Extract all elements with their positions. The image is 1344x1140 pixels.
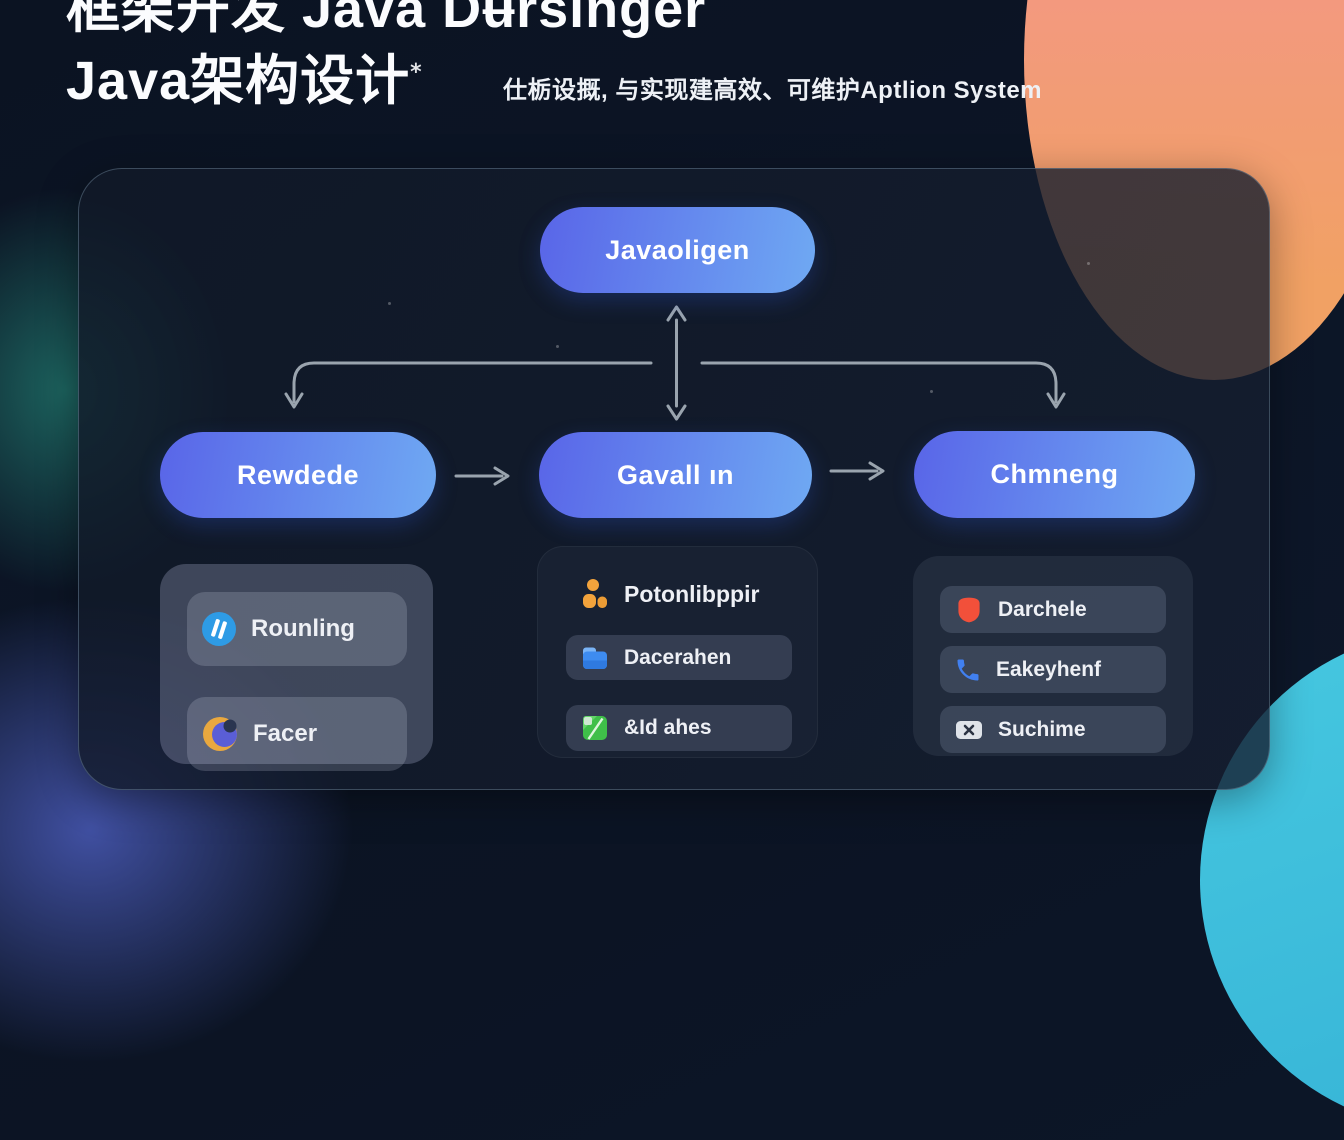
node-child-2: Gavall ın — [539, 432, 812, 518]
star-dot — [556, 345, 559, 348]
panel-right: Darchele Eakeyhenf Suchime — [913, 556, 1193, 756]
node-child-1-label: Rewdede — [236, 459, 360, 490]
page-title-line2: Java架构设计⁎ — [66, 51, 423, 111]
phone-icon — [954, 656, 982, 684]
title-superscript-mark: ⁎ — [410, 53, 423, 78]
list-item-label: Potonlibppir — [624, 580, 760, 607]
star-dot — [930, 390, 933, 393]
list-item-label: Facer — [253, 720, 318, 747]
star-dot — [388, 302, 391, 305]
list-item: Potonlibppir — [578, 577, 759, 611]
list-item-label: &Id ahes — [624, 716, 712, 739]
list-item-label: Suchime — [998, 717, 1086, 741]
bolt-circle-icon — [201, 611, 237, 647]
list-item-label: Darchele — [998, 597, 1087, 621]
list-item: &Id ahes — [566, 705, 792, 751]
list-item-label: Rounling — [251, 615, 355, 642]
list-item: Dacerahen — [566, 635, 792, 680]
list-item-label: Eakeyhenf — [996, 657, 1102, 681]
star-dot — [1087, 262, 1090, 265]
note-icon — [580, 713, 610, 743]
list-item: Suchime — [940, 706, 1166, 753]
list-item-label: Dacerahen — [624, 645, 732, 669]
folder-icon — [580, 643, 610, 673]
list-item: Facer — [187, 697, 407, 771]
panel-left: Rounling Facer — [160, 564, 433, 771]
panel-middle: Potonlibppir Dacerahen &Id ahes — [537, 546, 818, 758]
node-child-3: Chmneng — [914, 431, 1195, 518]
page-title-line1: 框架开发 Java Dʉrsinger — [66, 0, 707, 39]
page-title-line2-text: Java架构设计 — [66, 51, 411, 111]
node-root: Javaoligen — [540, 207, 815, 293]
list-item: Darchele — [940, 586, 1166, 633]
node-child-1: Rewdede — [160, 432, 436, 518]
node-child-2-label: Gavall ın — [616, 459, 735, 490]
node-root-label: Javaoligen — [605, 234, 750, 265]
mail-x-icon — [954, 715, 984, 745]
people-icon — [578, 577, 610, 611]
node-child-3-label: Chmneng — [990, 459, 1119, 489]
shield-icon — [954, 595, 984, 625]
crescent-moon-icon — [201, 715, 239, 753]
list-item: Rounling — [187, 592, 407, 666]
page-subtitle: 仕栃设摡, 与实现建高效、可维护Aptlion System — [503, 77, 1043, 104]
list-item: Eakeyhenf — [940, 646, 1166, 693]
